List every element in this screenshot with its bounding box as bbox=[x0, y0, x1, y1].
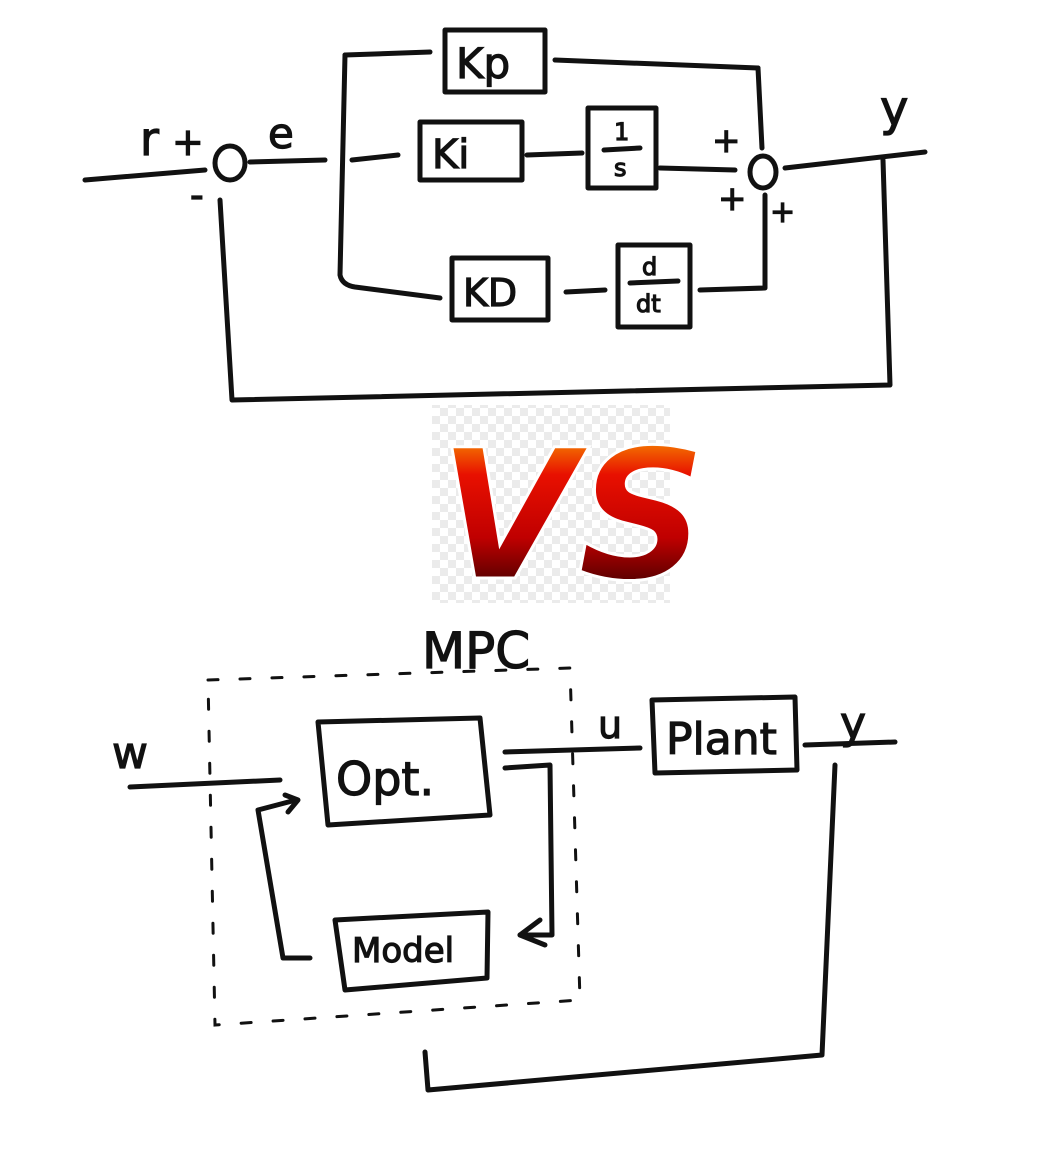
pid-ki-branch-line bbox=[349, 152, 401, 163]
derivative-denominator: dt bbox=[636, 290, 661, 318]
model-block-label: Model bbox=[352, 931, 454, 971]
vs-logo-text: VS bbox=[438, 412, 707, 621]
model-block bbox=[332, 909, 491, 993]
mpc-diagram: MPC w Opt. u Plant y Model bbox=[111, 621, 898, 1093]
pid-feedback-loop bbox=[217, 157, 893, 403]
output-summing-junction bbox=[747, 153, 779, 191]
pid-derivative-out-line bbox=[697, 192, 768, 293]
opt-block bbox=[315, 715, 493, 828]
derivative-numerator: d bbox=[642, 253, 657, 281]
sum-sign-top: + bbox=[712, 121, 741, 161]
mpc-setpoint-label: w bbox=[112, 728, 148, 779]
pid-reference-label: r bbox=[140, 112, 159, 166]
mpc-output-line bbox=[802, 739, 898, 748]
pid-ki-to-integrator-line bbox=[524, 150, 585, 158]
pid-output-line bbox=[782, 149, 928, 171]
ki-block bbox=[417, 119, 525, 183]
mpc-opt-arrow bbox=[282, 792, 301, 815]
pid-error-line bbox=[247, 157, 328, 165]
opt-block-label: Opt. bbox=[336, 752, 434, 806]
pid-kp-down-line bbox=[755, 65, 765, 151]
derivative-block bbox=[615, 242, 693, 330]
vs-logo-background bbox=[432, 405, 670, 603]
pid-input-plus: + bbox=[172, 120, 204, 164]
kd-block-label: KD bbox=[463, 271, 517, 315]
pid-feedback-minus: - bbox=[190, 173, 204, 217]
pid-kd-to-derivative-line bbox=[563, 287, 608, 295]
kp-block-label: Kp bbox=[456, 39, 510, 88]
pid-input-line bbox=[82, 167, 208, 183]
mpc-plant-feedback-loop bbox=[422, 762, 838, 1093]
versus-logo: VS bbox=[432, 405, 708, 623]
integrator-numerator: 1 bbox=[614, 118, 629, 146]
sum-sign-left: + bbox=[718, 179, 747, 219]
kd-block bbox=[449, 255, 551, 323]
pid-kp-out-line bbox=[552, 57, 761, 71]
mpc-input-line bbox=[127, 777, 283, 790]
integrator-denominator: s bbox=[614, 154, 627, 182]
kp-block bbox=[442, 27, 548, 95]
plant-block-label: Plant bbox=[666, 714, 777, 765]
pid-output-label: y bbox=[880, 81, 908, 137]
ki-block-label: Ki bbox=[432, 132, 469, 178]
pid-splitter-line bbox=[337, 52, 443, 301]
integrator-block bbox=[585, 105, 659, 191]
mpc-output-label: y bbox=[840, 698, 866, 749]
pid-kp-branch-line bbox=[342, 49, 433, 58]
derivative-fraction-bar bbox=[627, 278, 681, 286]
error-summing-junction bbox=[212, 143, 248, 183]
mpc-control-label: u bbox=[598, 703, 622, 747]
mpc-model-to-opt-line bbox=[255, 797, 313, 961]
integrator-fraction-bar bbox=[601, 145, 643, 153]
sum-sign-bottom: + bbox=[770, 195, 795, 230]
mpc-model-arrow bbox=[517, 917, 548, 948]
pid-error-label: e bbox=[268, 109, 294, 158]
mpc-model-feedback-line bbox=[502, 762, 555, 938]
mpc-control-line bbox=[502, 745, 643, 755]
pid-integrator-out-line bbox=[657, 165, 738, 173]
pid-diagram: r + - e Kp Ki 1 s + + + y bbox=[82, 27, 928, 403]
plant-block bbox=[649, 694, 800, 776]
mpc-title: MPC bbox=[422, 622, 530, 680]
